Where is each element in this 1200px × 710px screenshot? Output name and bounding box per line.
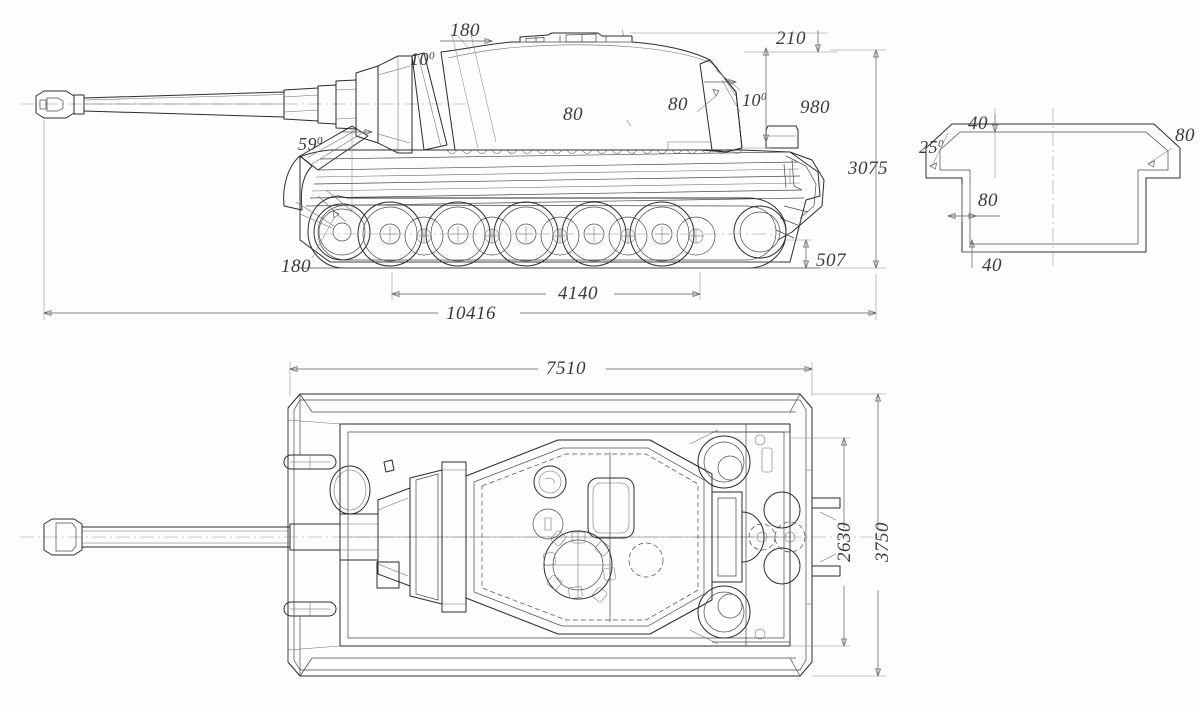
dim-turret-rear-thickness: 80 (668, 94, 688, 115)
dim-upper-side-thickness: 80 (1175, 125, 1195, 146)
dim-turret-rear-angle: 100 (742, 90, 767, 110)
side-view-dimensions: 180 100 590 80 80 100 210 (42, 20, 888, 324)
dim-turret-side-thickness: 80 (563, 104, 583, 125)
hull-side (283, 125, 825, 263)
dim-overall-width: 3750 (872, 522, 893, 563)
dim-hull-length: 7510 (546, 358, 586, 379)
front-fender-fittings (283, 454, 337, 617)
dim-mantlet-angle: 590 (298, 134, 323, 154)
hull-plan (283, 393, 813, 677)
dim-lower-front-plate: 180 (281, 256, 311, 277)
cupola-periscopes (543, 530, 616, 603)
dim-ground-clearance: 507 (816, 250, 847, 271)
dim-overall-height: 3075 (847, 158, 888, 179)
dim-hull-width: 2630 (834, 522, 855, 562)
dim-floor-thickness: 40 (982, 255, 1002, 276)
dim-upper-side-angle: 250 (919, 137, 944, 157)
dim-turret-front-thickness: 180 (450, 20, 480, 41)
turret-plan (465, 429, 765, 645)
gun-barrel-plan (43, 461, 467, 613)
cross-section-dimensions: 40 250 80 80 40 (919, 108, 1195, 276)
dim-track-contact-length: 4140 (558, 283, 598, 304)
plan-view: 7510 2630 3750 (20, 358, 893, 678)
dim-hull-to-turret-roof: 980 (800, 97, 830, 118)
plan-view-dimensions: 7510 2630 3750 (288, 358, 893, 678)
dim-roof-thickness: 40 (968, 113, 988, 134)
running-gear-side (295, 189, 820, 269)
engine-deck-plan (697, 424, 841, 646)
dim-roof-offset: 210 (776, 28, 806, 49)
dim-turret-front-angle: 100 (410, 49, 435, 69)
cross-section-view: 40 250 80 80 40 (919, 108, 1195, 276)
dim-overall-length: 10416 (446, 303, 496, 324)
dim-lower-side-thickness: 80 (978, 190, 998, 211)
side-elevation-view: 180 100 590 80 80 100 210 (20, 20, 888, 324)
